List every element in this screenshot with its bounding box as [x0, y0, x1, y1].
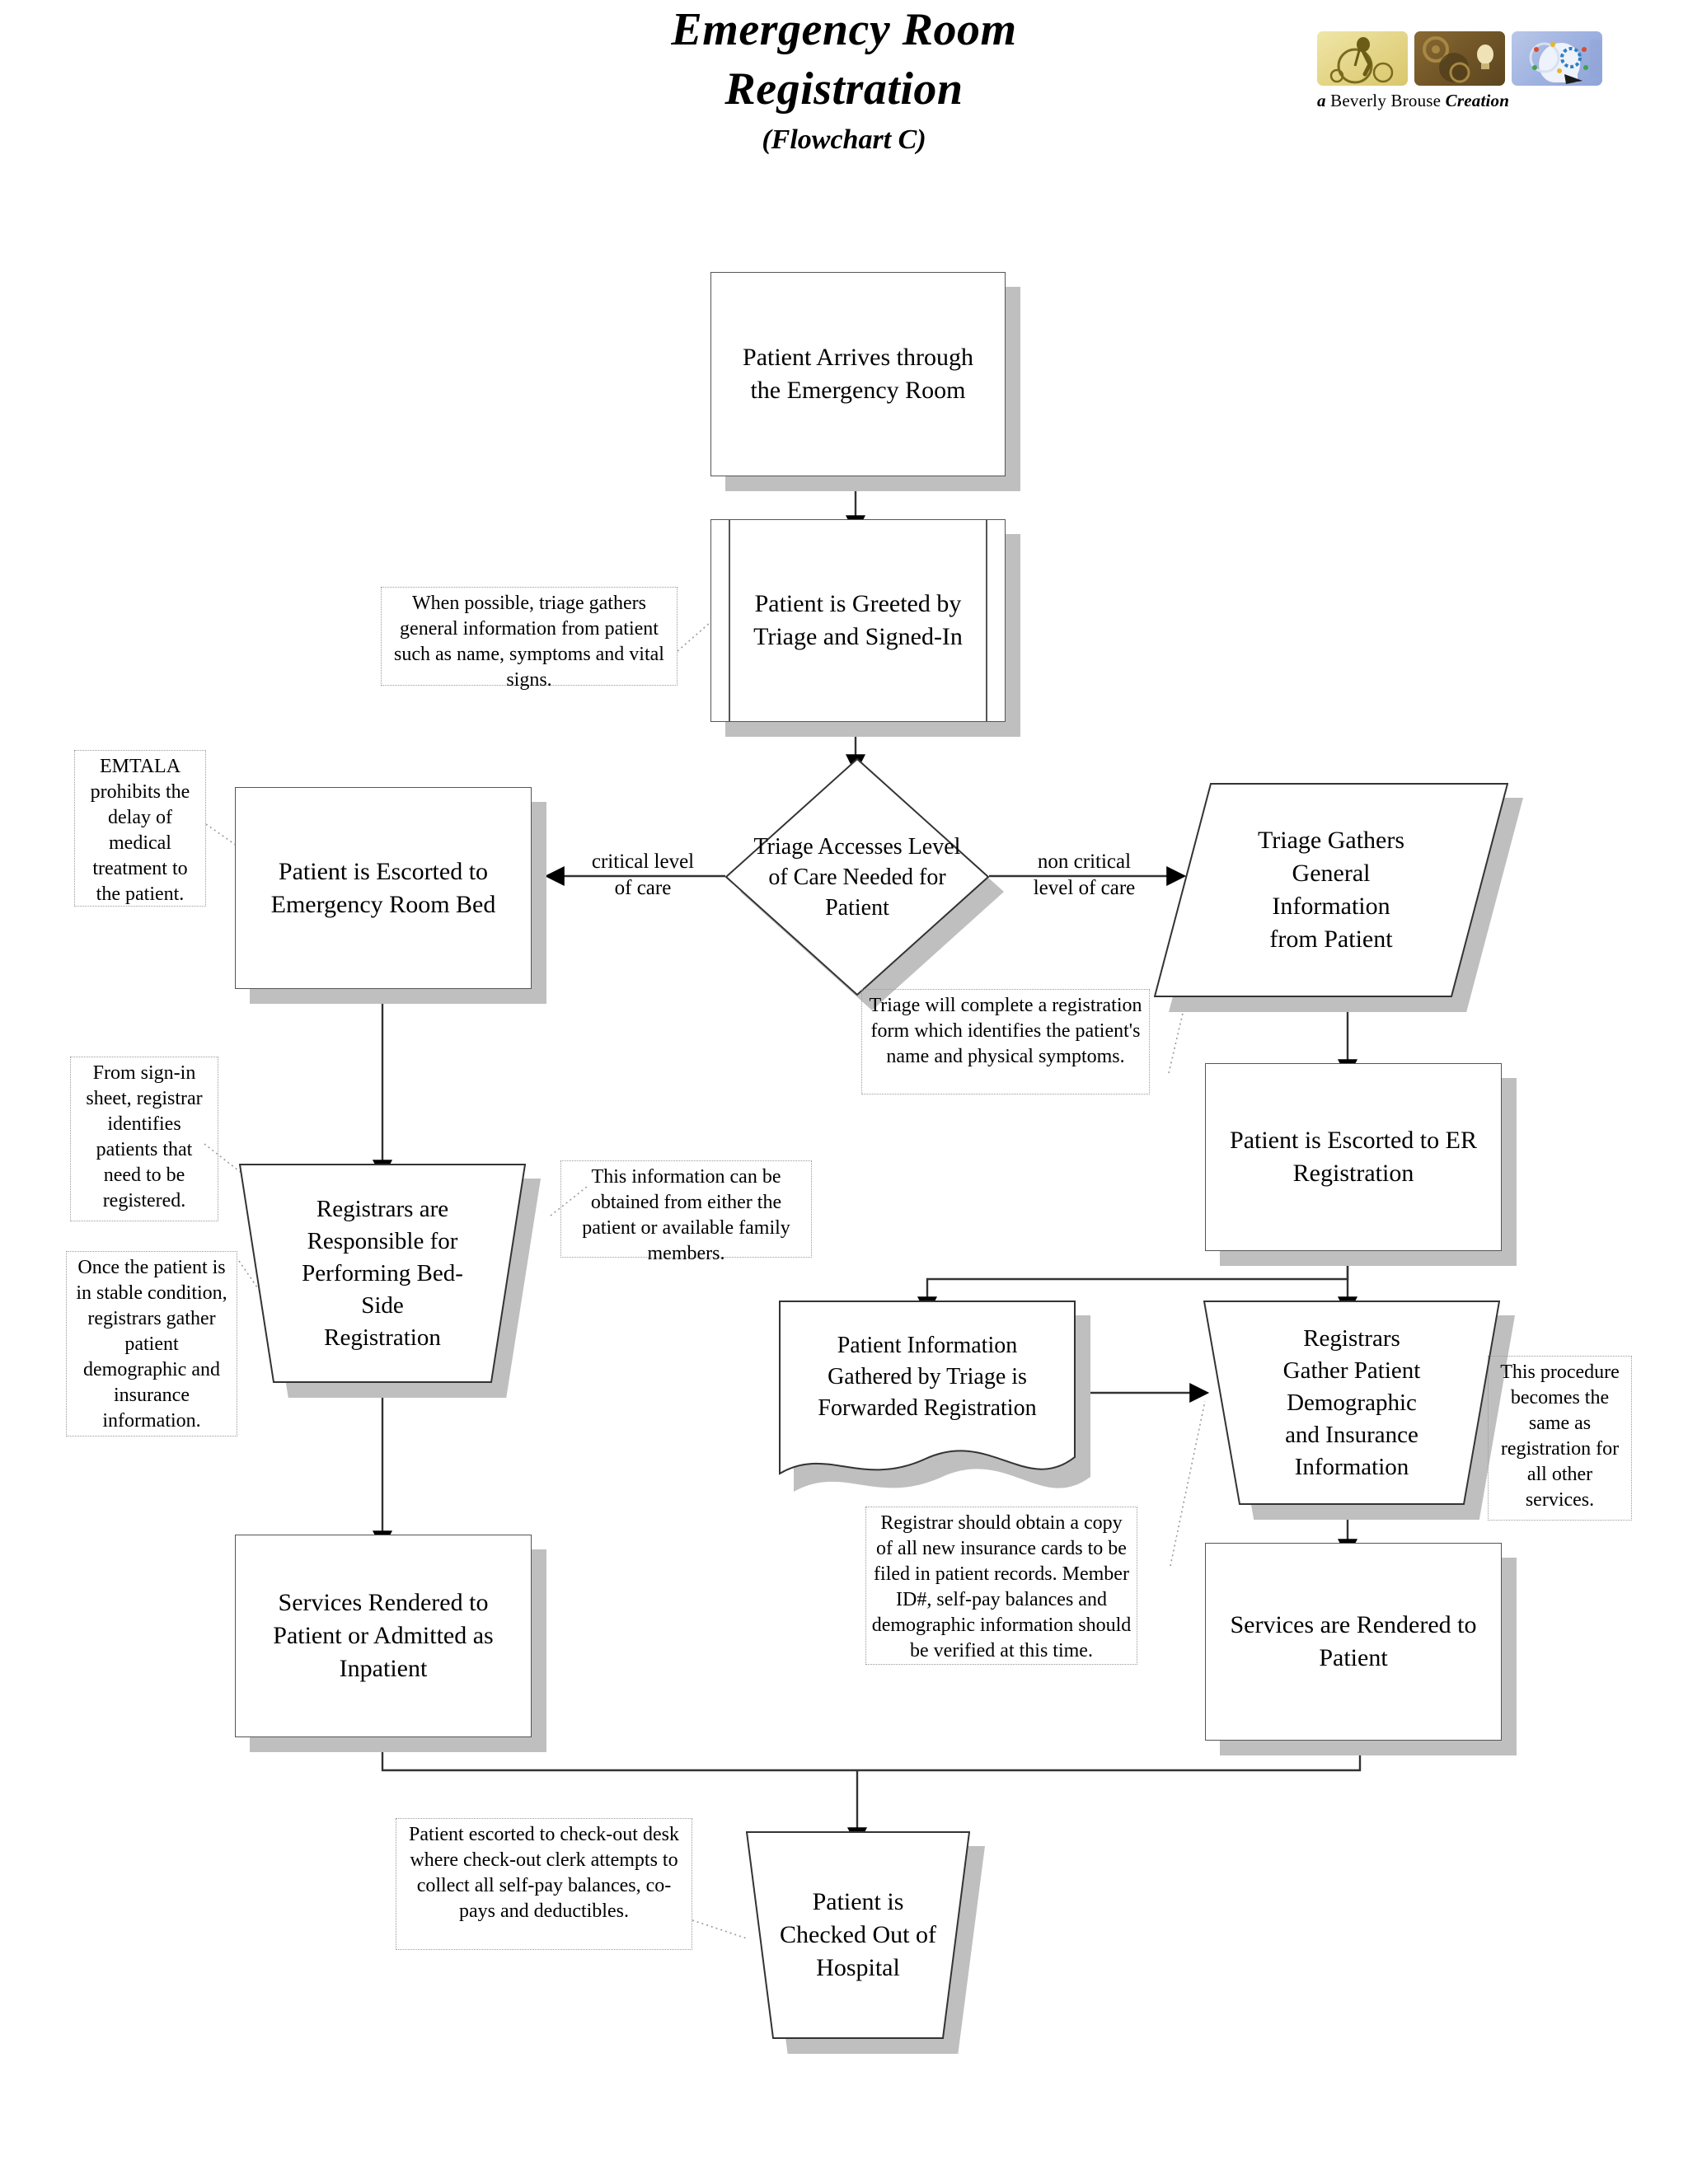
note-family-members: This information can be obtained from ei… [560, 1160, 812, 1264]
node-label: Registrars Gather Patient Demographic an… [1282, 1324, 1421, 1480]
gears-lightbulb-icon [1414, 31, 1505, 86]
decision-outline [725, 758, 989, 996]
node-services-are-rendered[interactable]: Services are Rendered to Patient [1205, 1543, 1517, 1755]
note-emtala: EMTALA prohibits the delay of medical tr… [74, 750, 206, 907]
predefined-process-bar-left [729, 519, 730, 722]
title-line-1: Emergency Room [671, 4, 1017, 55]
node-body [746, 1831, 970, 2039]
note-registration-form: Triage will complete a registration form… [861, 989, 1150, 1094]
node-label: Patient is Greeted by Triage and Signed-… [753, 590, 963, 650]
node-body [1203, 1301, 1500, 1505]
node-services-rendered-or-admitted[interactable]: Services Rendered to Patient or Admitted… [235, 1535, 546, 1752]
title-line-2: Registration [724, 63, 964, 115]
page-title: Emergency Room Registration (Flowchart C… [0, 0, 1688, 158]
note-signin-sheet: From sign-in sheet, registrar identifies… [70, 1057, 218, 1221]
node-body [710, 272, 1006, 476]
node-escorted-to-er-bed[interactable]: Patient is Escorted to Emergency Room Be… [235, 787, 546, 1004]
node-patient-info-forwarded[interactable]: Patient Information Gathered by Triage i… [779, 1301, 1090, 1492]
trapezoid-outline [746, 1831, 970, 2039]
node-label: Patient Arrives through the Emergency Ro… [743, 344, 973, 404]
node-body [1205, 1543, 1502, 1741]
node-label: Patient is Escorted to Emergency Room Be… [270, 857, 496, 918]
logo-caption-e: e [1432, 91, 1442, 110]
node-label: Patient is Escorted to ER Registration [1230, 1127, 1477, 1187]
node-body [710, 519, 1006, 722]
node-label: Patient is Checked Out of Hospital [780, 1888, 936, 1981]
note-stable-condition: Once the patient is in stable condition,… [66, 1251, 237, 1436]
node-label: Triage Gathers General Information from … [1257, 827, 1405, 953]
edge-label-critical-level: critical level of care [591, 851, 695, 899]
node-body [1205, 1063, 1502, 1251]
trapezoid-outline [1203, 1301, 1500, 1505]
logo-caption-main: Beverly Brous [1330, 91, 1433, 110]
node-label: Services Rendered to Patient or Admitted… [273, 1589, 494, 1682]
node-patient-checked-out[interactable]: Patient is Checked Out of Hospital [746, 1831, 985, 2054]
node-label: Triage Accesses Level of Care Needed for… [753, 833, 961, 921]
document-shape [779, 1301, 1076, 1475]
note-insurance-cards: Registrar should obtain a copy of all ne… [865, 1507, 1137, 1665]
node-body [235, 1535, 532, 1737]
creator-logo: a Beverly Brouse Creation [1317, 31, 1614, 111]
node-triage-accesses-level[interactable]: Triage Accesses Level of Care Needed for… [725, 758, 1004, 1010]
node-label: Services are Rendered to Patient [1230, 1611, 1477, 1671]
node-registrars-gather-demographic[interactable]: Registrars Gather Patient Demographic an… [1203, 1301, 1515, 1520]
logo-caption-creation: Creation [1445, 91, 1510, 110]
node-label: Patient Information Gathered by Triage i… [818, 1332, 1037, 1421]
logo-tiles [1317, 31, 1614, 86]
edge-label-non-critical-level: non critical level of care [1033, 851, 1136, 899]
node-body [239, 1164, 526, 1383]
node-escorted-to-er-registration[interactable]: Patient is Escorted to ER Registration [1205, 1063, 1517, 1266]
brain-head-network-icon [1512, 31, 1602, 86]
node-registrars-bedside-registration[interactable]: Registrars are Responsible for Performin… [239, 1164, 541, 1398]
note-same-as-registration: This procedure becomes the same as regis… [1488, 1356, 1632, 1521]
node-patient-arrives[interactable]: Patient Arrives through the Emergency Ro… [710, 272, 1020, 491]
predefined-process-bar-right [986, 519, 987, 722]
penny-farthing-cyclist-icon [1317, 31, 1408, 86]
note-checkout-desk: Patient escorted to check-out desk where… [396, 1818, 692, 1950]
title-subtitle: (Flowchart C) [762, 124, 926, 155]
node-greeted-by-triage[interactable]: Patient is Greeted by Triage and Signed-… [710, 519, 1020, 737]
logo-caption-a: a [1317, 91, 1326, 110]
node-body [235, 787, 532, 989]
logo-caption: a Beverly Brouse Creation [1317, 91, 1614, 111]
note-triage-general-info: When possible, triage gathers general in… [381, 587, 678, 691]
node-triage-gathers-general-info[interactable]: Triage Gathers General Information from … [1154, 783, 1523, 1012]
node-body [1154, 783, 1508, 997]
node-label: Registrars are Responsible for Performin… [302, 1195, 463, 1351]
